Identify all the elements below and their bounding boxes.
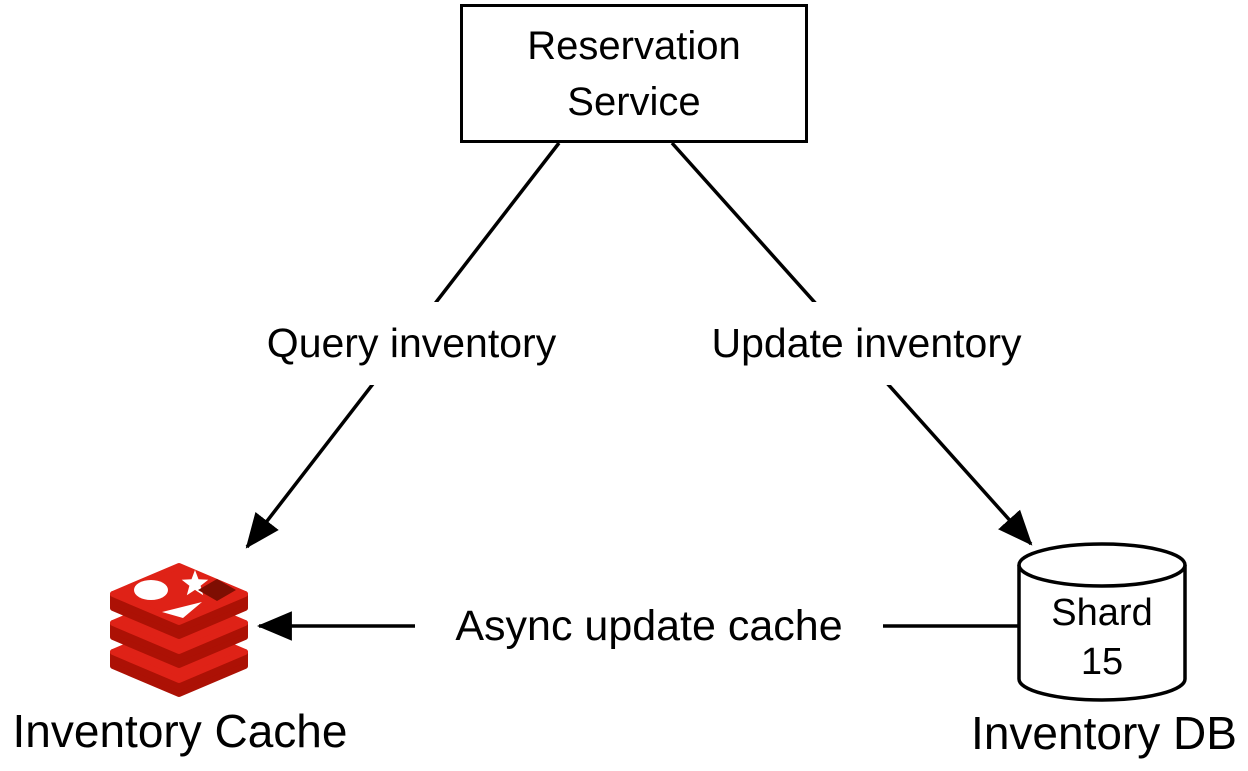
redis-square-hole [198, 579, 236, 601]
node-inventory-cache-label: Inventory Cache [12, 705, 348, 757]
redis-ellipse-shape [134, 580, 168, 600]
node-reservation-service-label: Reservation Service [527, 23, 741, 124]
shard-label-text: Shard 15 [1051, 592, 1153, 683]
redis-icon [110, 563, 248, 697]
node-reservation-service: Reservation Service [460, 4, 808, 143]
shard-label: Shard 15 [1016, 581, 1188, 695]
redis-star-shape [181, 570, 209, 596]
edge-label-async-update-cache-text: Async update cache [455, 602, 843, 650]
node-inventory-db-label: Inventory DB [971, 707, 1237, 759]
database-cylinder-icon [1017, 542, 1187, 702]
edge-label-update-inventory-text: Update inventory [711, 320, 1022, 366]
node-inventory-cache [105, 551, 253, 699]
redis-triangle-shape [162, 602, 202, 618]
node-inventory-db: Shard 15 [1016, 541, 1188, 705]
edge-label-query-inventory-text: Query inventory [266, 320, 557, 366]
edge-label-async-update-cache: Async update cache [415, 583, 883, 670]
edge-label-update-inventory: Update inventory [665, 302, 1068, 385]
edge-label-query-inventory: Query inventory [226, 302, 597, 385]
